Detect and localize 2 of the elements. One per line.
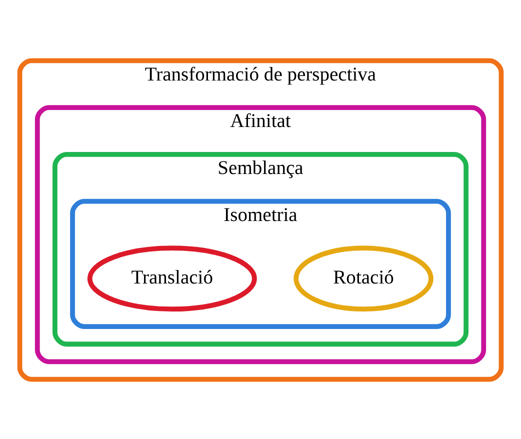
node-ellipse: Rotació bbox=[294, 245, 434, 312]
node-ellipse: Translació bbox=[87, 245, 257, 312]
